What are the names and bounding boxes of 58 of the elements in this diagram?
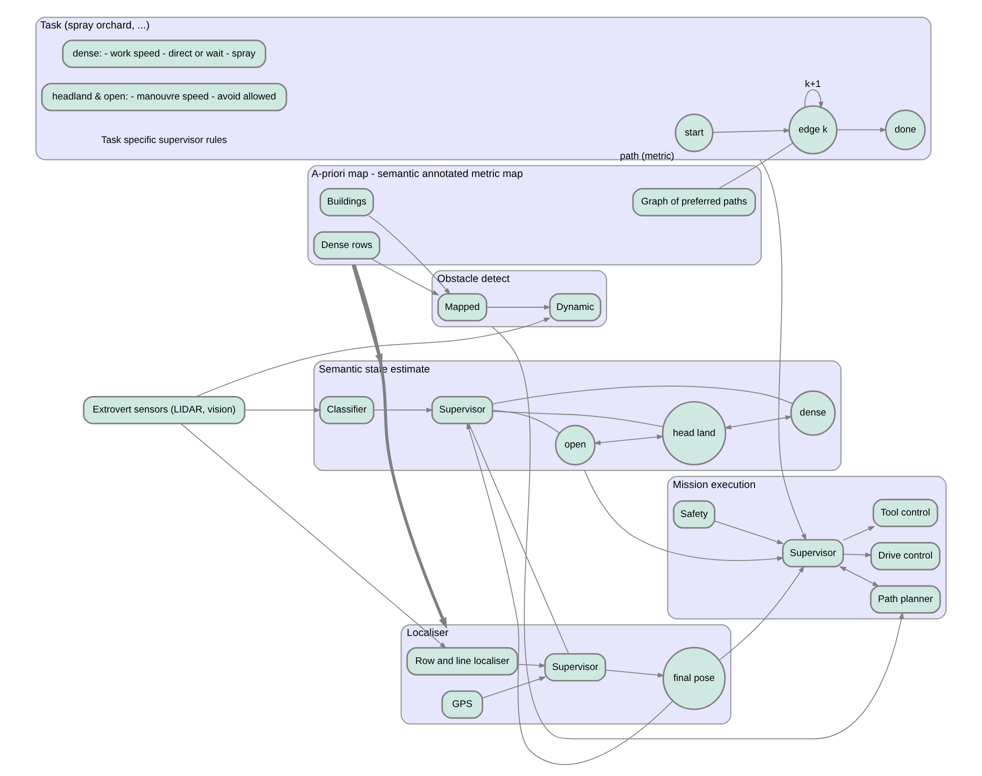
node-circle: dense bbox=[790, 390, 836, 436]
connector bbox=[718, 142, 794, 190]
arrow bbox=[517, 662, 546, 668]
node-label: path (metric) bbox=[620, 151, 674, 162]
node-box: Dense rows bbox=[313, 231, 380, 260]
arrow bbox=[759, 159, 806, 541]
arrow bbox=[584, 470, 784, 561]
arrow bbox=[244, 408, 322, 413]
node-box: Supervisor bbox=[782, 539, 844, 568]
arrow bbox=[594, 434, 664, 446]
node-box: headland & open: - manouvre speed - avoid allowed bbox=[41, 82, 288, 112]
node-box: Drive control bbox=[870, 542, 940, 570]
arrow bbox=[195, 318, 551, 398]
arrow bbox=[482, 676, 546, 698]
arrow bbox=[486, 304, 552, 310]
node-circle: final pose bbox=[662, 646, 726, 710]
node-circle: start bbox=[674, 113, 714, 152]
arrow bbox=[371, 258, 440, 296]
connector bbox=[492, 410, 664, 428]
node-box: Extrovert sensors (LIDAR, vision) bbox=[82, 396, 246, 424]
label: Task specific supervisor rules bbox=[101, 134, 228, 146]
arrow bbox=[842, 526, 876, 541]
arrow bbox=[839, 566, 880, 587]
node-box: Mapped bbox=[437, 293, 488, 322]
arrow bbox=[352, 264, 447, 629]
node-circle: open bbox=[554, 424, 596, 466]
node-circle: done bbox=[885, 109, 926, 150]
arrow bbox=[718, 566, 804, 661]
arrow bbox=[368, 215, 451, 295]
arrow bbox=[605, 670, 665, 678]
arrow bbox=[836, 127, 888, 132]
connector bbox=[492, 386, 794, 404]
node-box: Safety bbox=[672, 500, 716, 529]
connector bbox=[492, 410, 560, 434]
connector bbox=[468, 423, 570, 654]
node-circle: edge k bbox=[788, 105, 838, 154]
node-box: GPS bbox=[441, 690, 484, 719]
arrow bbox=[466, 422, 674, 765]
node-box: Tool control bbox=[872, 498, 938, 528]
node-box: Classifier bbox=[319, 396, 374, 424]
node-box: Dynamic bbox=[549, 293, 602, 322]
arrow bbox=[804, 89, 824, 109]
arrow bbox=[842, 552, 872, 558]
node-box: Supervisor bbox=[544, 653, 606, 682]
node-box: Path planner bbox=[870, 585, 941, 614]
arrow bbox=[712, 128, 791, 134]
node-box: Supervisor bbox=[431, 396, 494, 424]
node-box: Row and line localiser bbox=[406, 647, 518, 676]
arrow bbox=[491, 326, 904, 740]
edge-label: k+1 bbox=[805, 79, 821, 90]
node-box: dense: - work speed - direct or wait - spray bbox=[62, 40, 266, 68]
node-circle: head land bbox=[662, 401, 726, 466]
node-box: Graph of preferred paths bbox=[632, 188, 756, 216]
arrow bbox=[724, 415, 792, 430]
arrow bbox=[180, 423, 447, 649]
arrow bbox=[373, 408, 434, 413]
arrow bbox=[714, 520, 784, 544]
node-box: Buildings bbox=[320, 188, 374, 216]
